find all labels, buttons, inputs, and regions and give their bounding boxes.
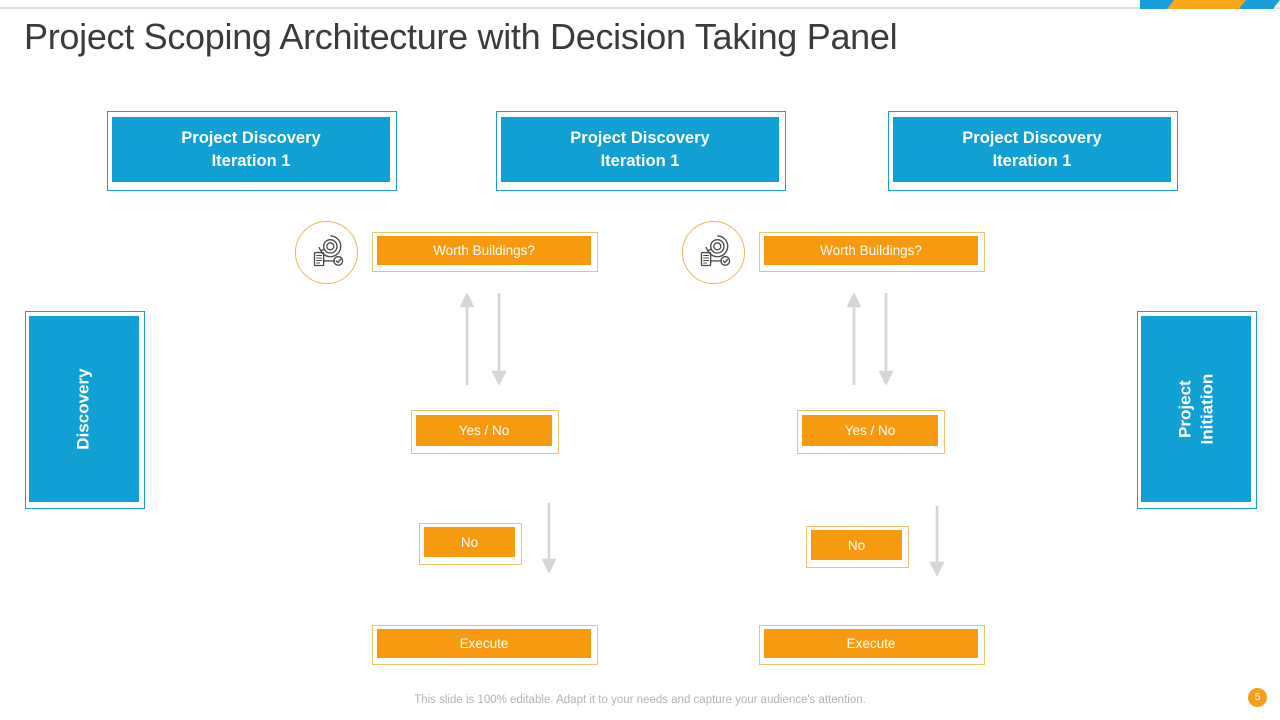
header-box-3-fill: Project Discovery Iteration 1	[893, 117, 1171, 182]
header-box-3-outline	[888, 111, 1178, 191]
side-box-discovery-label: Discovery	[73, 368, 93, 450]
branch-box-no-1[interactable]: No	[419, 523, 522, 565]
arrow-down-icon	[930, 506, 944, 576]
action-box-execute-1[interactable]: Execute	[372, 625, 598, 665]
side-box-project-initiation-outline	[1137, 311, 1257, 509]
action-box-execute-2[interactable]: Execute	[759, 625, 985, 665]
arrow-down-icon	[492, 293, 506, 385]
arrow-down-icon	[542, 503, 556, 573]
side-box-project-initiation-fill: Project Initiation	[1141, 316, 1251, 502]
answer-box-yes-no-1-label: Yes / No	[416, 415, 552, 446]
answer-box-yes-no-2-outline	[797, 410, 945, 454]
process-gear-checklist-icon	[295, 221, 358, 284]
answer-box-yes-no-1-outline	[411, 410, 559, 454]
decision-box-worth-buildings-2-outline	[759, 232, 985, 272]
header-box-1-line2: Iteration 1	[211, 151, 291, 170]
decision-box-worth-buildings-2[interactable]: Worth Buildings?	[759, 232, 985, 272]
decision-box-worth-buildings-1[interactable]: Worth Buildings?	[372, 232, 598, 272]
header-box-2-outline	[496, 111, 786, 191]
action-box-execute-2-outline	[759, 625, 985, 665]
branch-box-no-2-outline	[806, 526, 909, 568]
header-box-1[interactable]: Project Discovery Iteration 1	[107, 111, 397, 191]
branch-box-no-1-label: No	[424, 527, 515, 557]
corner-orange-bar	[1166, 0, 1246, 9]
header-box-2[interactable]: Project Discovery Iteration 1	[496, 111, 786, 191]
corner-decoration	[1140, 0, 1280, 9]
answer-box-yes-no-2[interactable]: Yes / No	[797, 410, 945, 454]
branch-box-no-2[interactable]: No	[806, 526, 909, 568]
answer-box-yes-no-2-label: Yes / No	[802, 415, 938, 446]
header-box-2-line1: Project Discovery	[570, 128, 710, 147]
action-box-execute-1-outline	[372, 625, 598, 665]
side-box-project-initiation-line1: Project	[1174, 380, 1194, 438]
arrow-up-icon	[460, 293, 474, 385]
process-gear-checklist-icon	[682, 221, 745, 284]
side-box-discovery-fill: Discovery	[29, 316, 139, 502]
side-box-discovery-outline	[25, 311, 145, 509]
arrow-down-icon	[879, 293, 893, 385]
top-divider-rule	[0, 7, 1280, 9]
header-box-3-line1: Project Discovery	[962, 128, 1102, 147]
header-box-2-fill: Project Discovery Iteration 1	[501, 117, 779, 182]
action-box-execute-2-label: Execute	[764, 629, 978, 658]
header-box-1-line1: Project Discovery	[181, 128, 321, 147]
action-box-execute-1-label: Execute	[377, 629, 591, 658]
page-title: Project Scoping Architecture with Decisi…	[24, 16, 898, 57]
decision-box-worth-buildings-2-label: Worth Buildings?	[764, 236, 978, 265]
side-box-project-initiation-label: Project Initiation	[1174, 374, 1218, 445]
header-box-1-outline	[107, 111, 397, 191]
arrow-up-icon	[847, 293, 861, 385]
page-number-badge: 5	[1248, 688, 1267, 707]
side-box-project-initiation[interactable]: Project Initiation	[1137, 311, 1257, 509]
header-box-3-line2: Iteration 1	[992, 151, 1072, 170]
footer-note: This slide is 100% editable. Adapt it to…	[414, 694, 866, 706]
header-box-2-line2: Iteration 1	[600, 151, 680, 170]
decision-box-worth-buildings-1-label: Worth Buildings?	[377, 236, 591, 265]
header-box-3[interactable]: Project Discovery Iteration 1	[888, 111, 1178, 191]
side-box-project-initiation-line2: Initiation	[1196, 373, 1216, 445]
branch-box-no-1-outline	[419, 523, 522, 565]
answer-box-yes-no-1[interactable]: Yes / No	[411, 410, 559, 454]
header-box-1-fill: Project Discovery Iteration 1	[112, 117, 390, 182]
decision-box-worth-buildings-1-outline	[372, 232, 598, 272]
branch-box-no-2-label: No	[811, 530, 902, 560]
side-box-discovery[interactable]: Discovery	[25, 311, 145, 509]
